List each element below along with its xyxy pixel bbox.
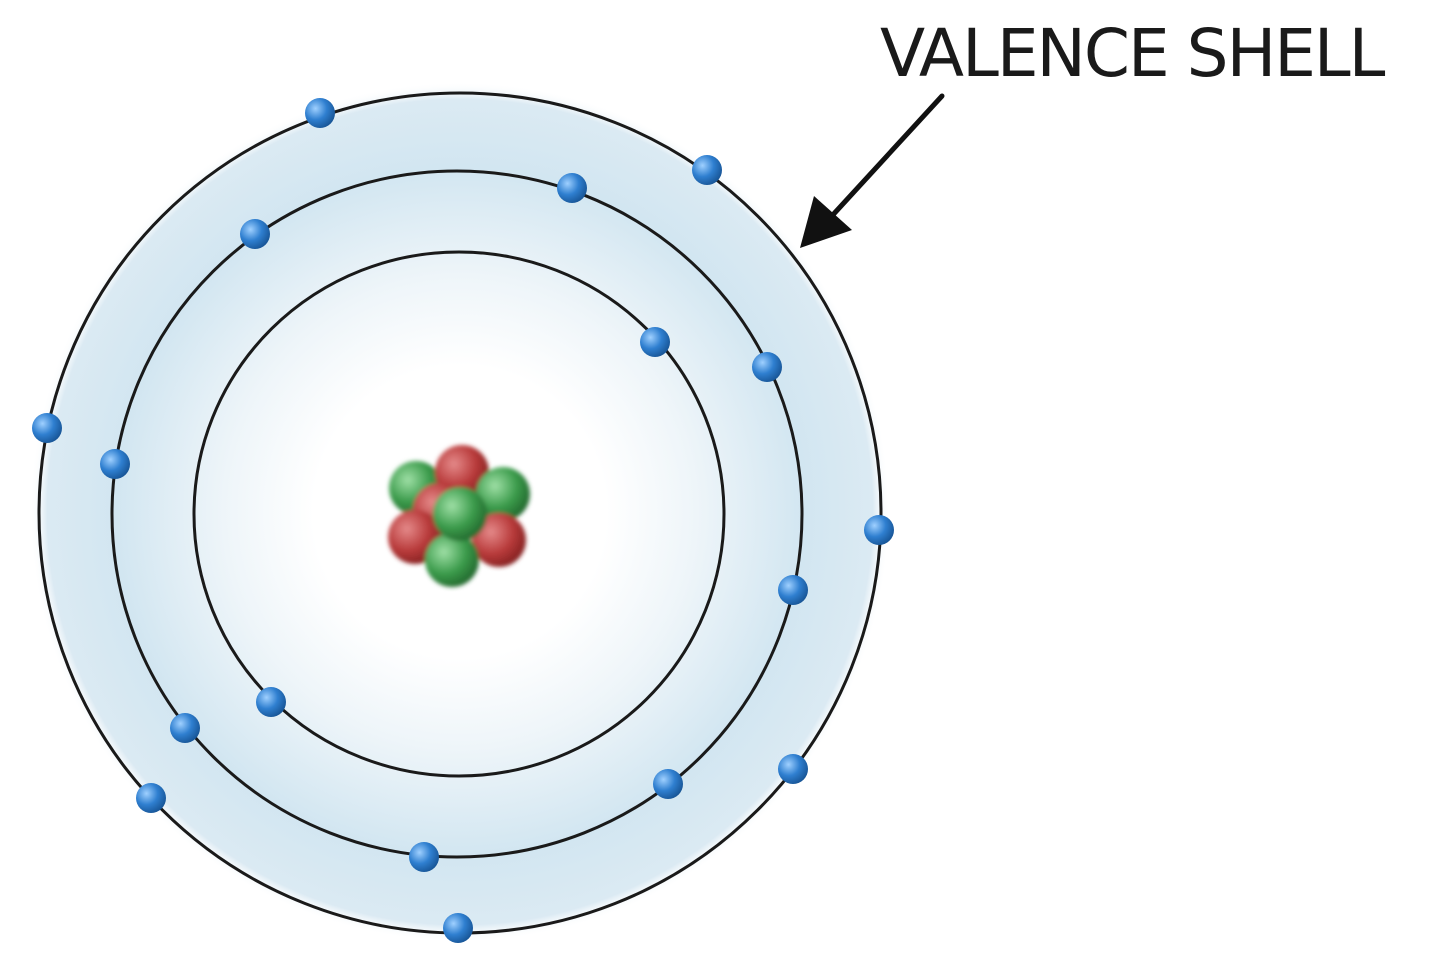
neutron (476, 467, 530, 521)
electrons (32, 98, 894, 943)
neutron (433, 487, 487, 541)
electron (32, 413, 62, 443)
electron (256, 687, 286, 717)
valence-shell-label: VALENCE SHELL (880, 15, 1386, 92)
middle-shell (110, 169, 804, 859)
electron (136, 783, 166, 813)
neutron (425, 533, 479, 587)
electron (170, 713, 200, 743)
callout-arrow (800, 93, 945, 248)
electron (692, 155, 722, 185)
electron (305, 98, 335, 128)
electron (778, 754, 808, 784)
electron (100, 449, 130, 479)
electron (653, 769, 683, 799)
electron (240, 219, 270, 249)
electron (752, 352, 782, 382)
electron (778, 575, 808, 605)
electron (409, 842, 439, 872)
electron (557, 173, 587, 203)
inner-shell (192, 250, 726, 778)
nucleus (388, 445, 530, 587)
electron (640, 327, 670, 357)
proton (472, 513, 526, 567)
electron (864, 515, 894, 545)
electron (443, 913, 473, 943)
